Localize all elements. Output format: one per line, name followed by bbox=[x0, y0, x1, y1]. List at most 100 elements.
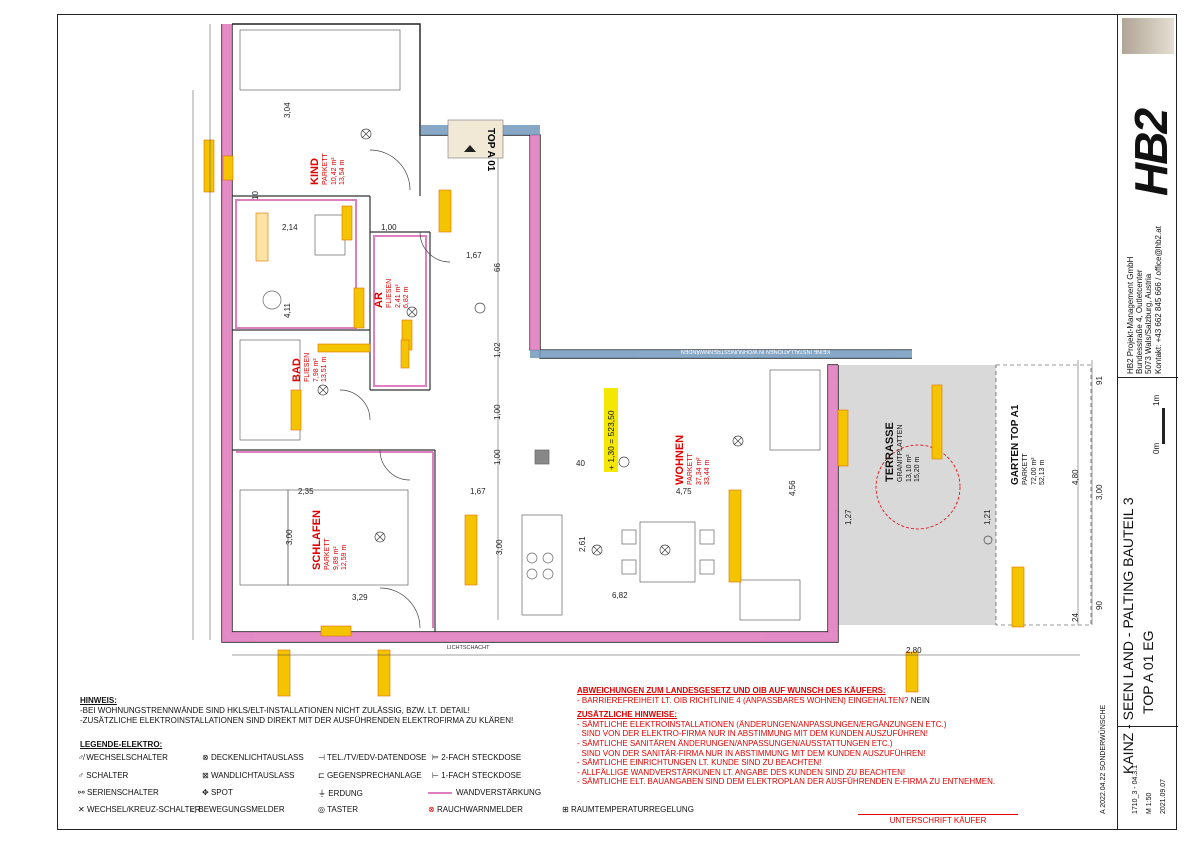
bewegungsmelder-icon: ◁ bbox=[190, 805, 199, 814]
svg-text:1,21: 1,21 bbox=[983, 509, 992, 525]
zus-line: - ALLFÄLLIGE WANDVERSTÄRKUNEN LT. ANGABE… bbox=[577, 767, 906, 777]
zus-line: - SÄMTLICHE EINRICHTUNGEN LT. KUNDE SIND… bbox=[577, 758, 822, 768]
legend-item: ⊞ RAUMTEMPERATURREGELUNG bbox=[562, 805, 694, 814]
svg-text:4,80: 4,80 bbox=[1071, 469, 1080, 485]
schalter-icon: ♂ bbox=[78, 771, 87, 780]
room-labels: KIND PARKETT 10,42 m² 13,54 m AR FLIESEN… bbox=[291, 153, 1046, 570]
svg-text:33,44 m: 33,44 m bbox=[704, 460, 711, 485]
scale-label-0m: 0m bbox=[1152, 442, 1161, 454]
legend-item: ⊣ TEL./TV/EDV-DATENDOSE bbox=[318, 753, 427, 762]
svg-text:10,42 m²: 10,42 m² bbox=[331, 157, 338, 185]
svg-text:1,67: 1,67 bbox=[466, 251, 482, 260]
drawing-frame bbox=[57, 14, 1177, 830]
svg-text:91: 91 bbox=[1095, 376, 1104, 385]
zus-title: ZUSÄTZLICHE HINWEISE: bbox=[577, 710, 677, 720]
legend-item: ♂̸ WECHSELSCHALTER bbox=[78, 753, 168, 762]
svg-text:1,00: 1,00 bbox=[381, 223, 397, 232]
svg-text:PARKETT: PARKETT bbox=[687, 453, 694, 485]
hinweis-line-1: -BEI WOHNUNGSTRENNWÄNDE SIND HKLS/ELT-IN… bbox=[80, 706, 470, 715]
spot-icon: ✥ bbox=[202, 788, 211, 797]
svg-text:3,04: 3,04 bbox=[283, 102, 292, 118]
steckdose-2-icon: ⊨ bbox=[432, 753, 442, 762]
revision-note: A 2022.04.22 SONDERWÜNSCHE bbox=[1100, 704, 1107, 814]
doors bbox=[339, 149, 451, 629]
rauchwarnmelder-icon: ⊗ bbox=[428, 805, 437, 814]
project-title: KAINZ - SEEN LAND - PALTING BAUTEIL 3 bbox=[1120, 497, 1136, 774]
svg-text:12,59 m: 12,59 m bbox=[341, 545, 348, 570]
serienschalter-icon: ⚯ bbox=[78, 788, 87, 797]
sofa bbox=[769, 369, 821, 451]
svg-text:2,41 m²: 2,41 m² bbox=[395, 284, 402, 308]
plan-number: 1710_3 - 04.3.1 bbox=[1132, 764, 1139, 814]
svg-text:3,00: 3,00 bbox=[285, 529, 294, 545]
svg-text:2,61: 2,61 bbox=[578, 536, 587, 552]
scale-bar bbox=[1162, 408, 1165, 444]
svg-text:40: 40 bbox=[576, 459, 585, 468]
svg-text:3,29: 3,29 bbox=[352, 593, 368, 602]
svg-text:24: 24 bbox=[1071, 613, 1080, 622]
unterschrift-kaeufer: UNTERSCHRIFT KÄUFER bbox=[858, 814, 1018, 825]
svg-text:4,56: 4,56 bbox=[788, 480, 797, 496]
kreuzschalter-icon: ✕ bbox=[78, 805, 87, 814]
legend-item: ✥ SPOT bbox=[202, 788, 233, 797]
wandlicht-icon: ⊠ bbox=[202, 771, 211, 780]
company-city: 5073 Wals/Salzburg, Austria bbox=[1144, 273, 1153, 374]
legend-item: ⊢ 1-FACH STECKDOSE bbox=[432, 771, 522, 780]
top-marker-arrow bbox=[464, 145, 476, 152]
hinweis-block: HINWEIS: -BEI WOHNUNGSTRENNWÄNDE SIND HK… bbox=[80, 696, 513, 726]
raumtemperatur-icon: ⊞ bbox=[562, 805, 571, 814]
plan-date: 2021.09.07 bbox=[1160, 778, 1167, 814]
legend-item: ⊗ RAUCHWARNMELDER bbox=[428, 805, 523, 814]
room-name-ar: AR bbox=[373, 292, 385, 308]
bad-highlight bbox=[235, 199, 434, 628]
dimension-lines bbox=[192, 24, 1093, 656]
wc bbox=[262, 290, 282, 310]
room-name-terrasse: TERRASSE bbox=[884, 422, 896, 482]
abw-line: - BARRIEREFREIHEIT LT. OIB RICHTLINIE 4 … bbox=[577, 695, 930, 705]
keine-installation-label: KEINE INSTALLATIONEN IN WOHNUNGSTRENNWÄN… bbox=[681, 348, 830, 355]
garden-area bbox=[995, 364, 1092, 626]
top-marker-label: TOP A 01 bbox=[485, 128, 496, 172]
dining-table bbox=[639, 521, 696, 583]
svg-text:FLIESEN: FLIESEN bbox=[304, 353, 311, 382]
hb2-logo: HB2 bbox=[1125, 109, 1177, 196]
svg-text:PARKETT: PARKETT bbox=[324, 538, 331, 570]
taster-icon: ◎ bbox=[318, 805, 328, 814]
svg-text:3,00: 3,00 bbox=[1095, 484, 1104, 500]
svg-text:1,27: 1,27 bbox=[844, 509, 853, 525]
svg-text:1,02: 1,02 bbox=[493, 342, 502, 358]
plan-scale: M 1:50 bbox=[1146, 792, 1153, 814]
legend-item: ⚯ SERIENSCHALTER bbox=[78, 788, 159, 797]
lichtschacht-label: LICHTSCHACHT bbox=[447, 645, 490, 651]
portrait-image bbox=[1122, 18, 1174, 54]
zus-line: SIND VON DER ELEKTRO-FIRMA NUR IN ABSTIM… bbox=[577, 729, 928, 739]
room-name-schlafen: SCHLAFEN bbox=[311, 510, 323, 570]
terrace-table-circle bbox=[875, 444, 961, 530]
hinweis-line-2: -ZUSÄTZLICHE ELEKTROINSTALLATIONEN SIND … bbox=[80, 716, 514, 725]
svg-text:PARKETT: PARKETT bbox=[322, 153, 329, 185]
zus-line: - SÄMTLICHE ELT. BAUANGABEN SIND DEM ELE… bbox=[577, 777, 996, 787]
legend-item: WANDVERSTÄRKUNG bbox=[428, 788, 541, 797]
legend-item: ♂ SCHALTER bbox=[78, 771, 129, 780]
svg-text:66: 66 bbox=[493, 263, 502, 272]
svg-text:4,75: 4,75 bbox=[676, 487, 692, 496]
svg-text:FLIESEN: FLIESEN bbox=[386, 279, 393, 308]
wandverstaerkung-icon bbox=[428, 791, 452, 794]
terrace-area bbox=[838, 365, 996, 625]
dimension-labels: 3,04 2,14 1,00 1,67 4,11 1,02 1,00 1,00 … bbox=[251, 102, 1104, 655]
legend-item: ◎ TASTER bbox=[318, 805, 359, 814]
abw-answer: NEIN bbox=[910, 695, 930, 705]
scale-label-1m: 1m bbox=[1152, 394, 1161, 406]
svg-text:10: 10 bbox=[251, 191, 260, 200]
svg-text:90: 90 bbox=[1095, 601, 1104, 610]
zus-line: - SÄMTLICHE SANITÄREN ÄNDERUNGEN/ANPASSU… bbox=[577, 738, 893, 748]
svg-text:PARKETT: PARKETT bbox=[1022, 453, 1029, 485]
legende-title: LEGENDE-ELEKTRO: bbox=[80, 740, 163, 749]
svg-text:GRANITPLATTEN: GRANITPLATTEN bbox=[897, 425, 904, 482]
abw-title: ABWEICHUNGEN ZUM LANDESGESETZ UND OIB AU… bbox=[577, 686, 886, 695]
svg-text:72,00 m²: 72,00 m² bbox=[1031, 457, 1038, 485]
room-name-wohnen: WOHNEN bbox=[674, 435, 686, 485]
wechselschalter-icon: ♂̸ bbox=[78, 753, 87, 762]
legend-item: ⊗ DECKENLICHTAUSLASS bbox=[202, 753, 304, 762]
company-street: Bundesstraße 4, Outletcenter bbox=[1135, 269, 1144, 375]
